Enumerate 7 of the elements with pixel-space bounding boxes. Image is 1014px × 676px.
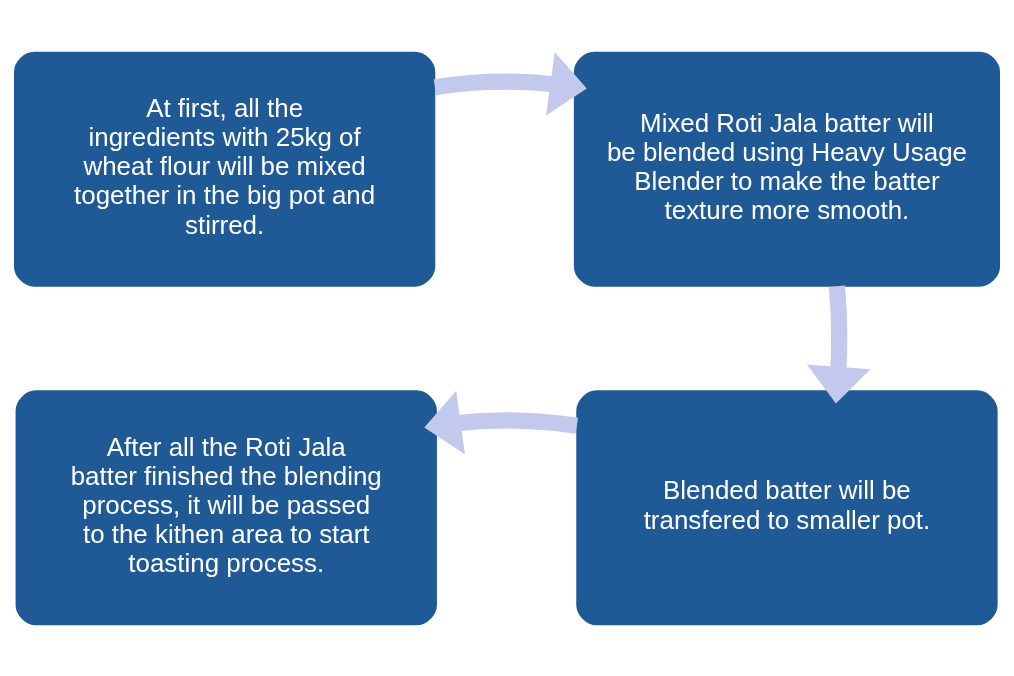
node-box: Blended batter will be transfered to smaller pot. xyxy=(576,389,998,625)
node-box: Mixed Roti Jala batter will be blended using Heavy Usage Blender to make the batter texture more smooth. xyxy=(573,51,1001,287)
node-box: At first, all the ingredients with 25kg of wheat flour will be mixed together in the big pot and stirred. xyxy=(13,51,436,287)
node-box: After all the Roti Jala batter finished the blending process, it will be passed to the kithen area to start toasting process. xyxy=(15,389,437,625)
arrow xyxy=(806,285,871,403)
arrow xyxy=(424,390,578,454)
arrow xyxy=(433,51,587,115)
